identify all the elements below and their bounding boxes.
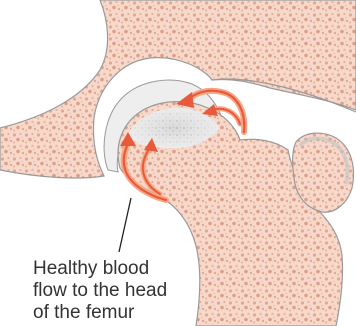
callout-leader-line xyxy=(119,198,131,252)
caption-line-3: of the femur xyxy=(33,302,167,324)
caption-line-1: Healthy blood xyxy=(33,258,167,280)
blood-flow-caption: Healthy blood flow to the head of the fe… xyxy=(33,258,167,324)
caption-line-2: flow to the head xyxy=(33,280,167,302)
